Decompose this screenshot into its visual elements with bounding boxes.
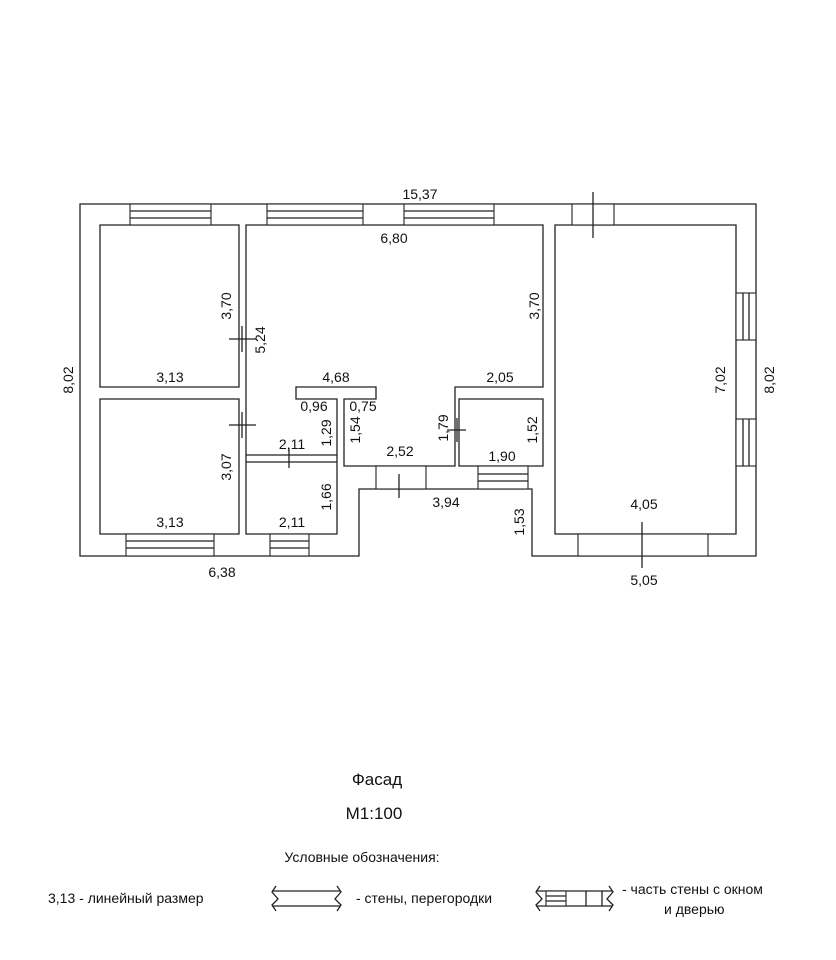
- dim-room-tl-width: 3,13: [156, 369, 183, 385]
- dim-col-c-height: 1,29: [318, 419, 334, 446]
- dim-right-room-height: 7,02: [712, 366, 728, 393]
- dim-hall-width: 6,80: [380, 230, 407, 246]
- scale-label: М1:100: [346, 804, 403, 823]
- dim-door-height: 1,79: [435, 414, 451, 441]
- dim-right-bottom: 5,05: [630, 572, 657, 588]
- dim-right-height: 8,02: [761, 366, 777, 393]
- legend-window-door-line2: и дверью: [664, 901, 725, 917]
- dim-room-tl-height: 3,70: [218, 292, 234, 319]
- legend-window-door-line1: - часть стены с окном: [622, 881, 763, 897]
- dim-room-bl-width: 3,13: [156, 514, 183, 530]
- dim-col-b: 0,75: [349, 398, 376, 414]
- dim-col-a: 0,96: [300, 398, 327, 414]
- legend-wall-symbol: [271, 885, 342, 912]
- dim-small-room-bottom: 2,11: [279, 514, 305, 530]
- dim-hall-right-height: 3,70: [526, 292, 542, 319]
- legend-walls: - стены, перегородки: [356, 890, 492, 906]
- dim-small-room-width: 2,11: [279, 436, 305, 452]
- dim-room-bl-height: 3,07: [218, 453, 234, 480]
- windows: [125, 203, 757, 557]
- dim-right-room-width: 4,05: [630, 496, 657, 512]
- dim-hall-inner: 4,68: [322, 369, 349, 385]
- dim-col-d-height: 1,54: [347, 416, 363, 443]
- dimension-labels: 15,37 6,80 8,02 8,02 7,02 4,05 5,05 6,38…: [60, 186, 777, 588]
- legend-title: Условные обозначения:: [284, 849, 439, 865]
- legend-window-door-symbol: [535, 885, 614, 912]
- dimension-ticks: [229, 192, 643, 568]
- dim-bath-width: 1,90: [488, 448, 515, 464]
- dim-entry-depth: 1,53: [511, 508, 527, 535]
- legend-linear-size: 3,13 - линейный размер: [48, 890, 204, 906]
- dim-partition-height: 5,24: [252, 326, 268, 353]
- facade-title: Фасад: [352, 770, 402, 789]
- dim-small-room-height: 1,66: [318, 483, 334, 510]
- dim-entry-width: 3,94: [432, 494, 459, 510]
- dim-overall-width: 15,37: [402, 186, 437, 202]
- dim-lobby-width: 2,52: [386, 443, 413, 459]
- dim-left-height: 8,02: [60, 366, 76, 393]
- dim-bath-height: 1,52: [524, 416, 540, 443]
- dim-bottom-left: 6,38: [208, 564, 235, 580]
- dim-hall-right-step: 2,05: [486, 369, 513, 385]
